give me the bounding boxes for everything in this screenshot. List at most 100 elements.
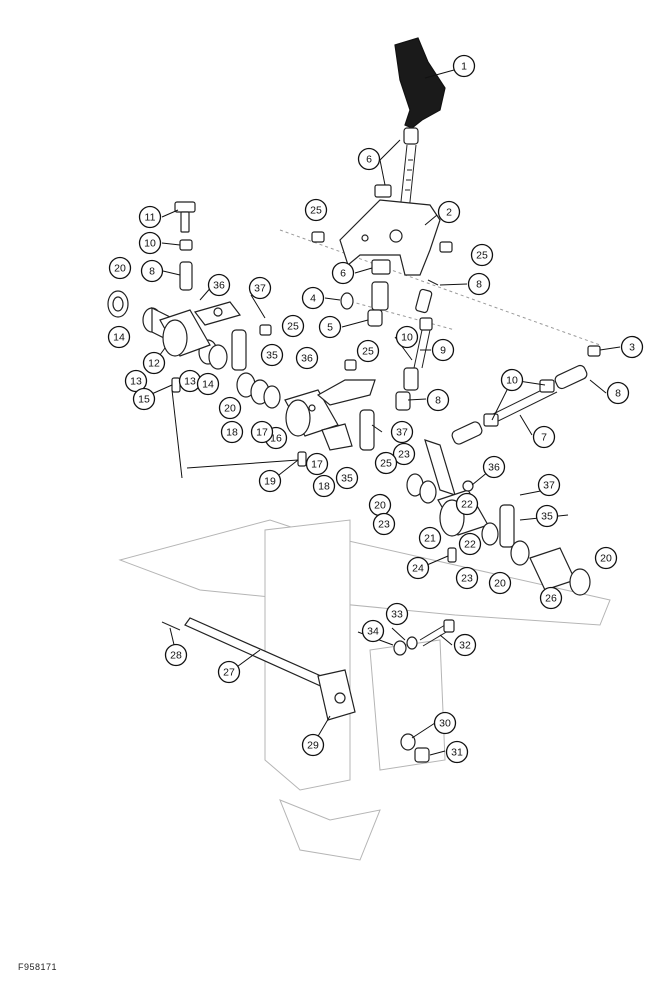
callout-37: 37 [537, 473, 561, 497]
figure-id: F958171 [18, 962, 58, 972]
callout-8: 8 [426, 388, 450, 412]
lower-bolt [393, 619, 455, 656]
callout-19: 19 [258, 469, 282, 493]
callout-number: 34 [367, 626, 379, 638]
callout-20: 20 [488, 571, 512, 595]
callout-14: 14 [107, 325, 131, 349]
callout-number: 6 [366, 154, 372, 166]
right-shaft-assembly [406, 439, 591, 596]
callout-23: 23 [392, 442, 416, 466]
callout-number: 10 [506, 375, 518, 387]
callout-number: 36 [213, 280, 225, 292]
callout-number: 7 [541, 432, 547, 444]
callout-number: 9 [440, 345, 446, 357]
callout-number: 2 [446, 207, 452, 219]
clevis [367, 281, 389, 327]
callout-number: 30 [439, 718, 451, 730]
callout-22: 22 [458, 532, 482, 556]
callout-4: 4 [301, 286, 325, 310]
callout-number: 20 [114, 263, 126, 275]
callout-25: 25 [470, 243, 494, 267]
callout-14: 14 [196, 372, 220, 396]
callout-number: 21 [424, 533, 436, 545]
adjuster-rod [451, 345, 601, 445]
callout-number: 8 [615, 388, 621, 400]
frame-outline [118, 229, 611, 861]
pivot-shaft [161, 617, 356, 721]
callout-number: 32 [459, 640, 471, 652]
callout-number: 6 [340, 268, 346, 280]
callout-number: 25 [287, 321, 299, 333]
callout-number: 35 [266, 350, 278, 362]
callout-25: 25 [374, 451, 398, 475]
callout-17: 17 [305, 452, 329, 476]
callout-number: 14 [202, 379, 214, 391]
rod-end [415, 279, 439, 314]
callout-number: 35 [341, 473, 353, 485]
callout-number: 23 [461, 573, 473, 585]
callout-9: 9 [431, 338, 455, 362]
link-rod [395, 317, 433, 411]
callout-22: 22 [455, 492, 479, 516]
callout-number: 33 [391, 609, 403, 621]
lever-nut [371, 184, 392, 275]
washer [340, 292, 354, 310]
callout-1: 1 [452, 54, 476, 78]
callout-number: 23 [378, 519, 390, 531]
callout-36: 36 [295, 346, 319, 370]
callout-11: 11 [138, 205, 162, 229]
callout-36: 36 [482, 455, 506, 479]
callout-17: 17 [250, 420, 274, 444]
callout-12: 12 [142, 351, 166, 375]
callout-number: 19 [264, 476, 276, 488]
callout-number: 31 [451, 747, 463, 759]
callout-15: 15 [132, 387, 156, 411]
callout-number: 29 [307, 740, 319, 752]
callout-20: 20 [108, 256, 132, 280]
callout-8: 8 [606, 381, 630, 405]
callout-number: 10 [401, 332, 413, 344]
callout-number: 25 [380, 458, 392, 470]
callout-number: 26 [545, 593, 557, 605]
callout-number: 27 [223, 667, 235, 679]
callout-number: 15 [138, 394, 150, 406]
left-shaft-tube [159, 301, 242, 357]
callout-37: 37 [390, 420, 414, 444]
callout-6: 6 [331, 261, 355, 285]
callout-number: 18 [318, 481, 330, 493]
callout-number: 8 [435, 395, 441, 407]
callout-number: 23 [398, 449, 410, 461]
callout-number: 8 [476, 279, 482, 291]
callout-number: 25 [310, 205, 322, 217]
callout-number: 24 [412, 563, 424, 575]
callout-31: 31 [445, 740, 469, 764]
callout-2: 2 [437, 200, 461, 224]
callout-23: 23 [372, 512, 396, 536]
callout-6: 6 [357, 147, 381, 171]
callout-number: 25 [476, 250, 488, 262]
callout-26: 26 [539, 586, 563, 610]
callout-number: 20 [374, 500, 386, 512]
lever-bracket [339, 199, 441, 276]
callout-number: 35 [541, 511, 553, 523]
callout-number: 37 [543, 480, 555, 492]
callout-number: 18 [226, 427, 238, 439]
lower-nut [400, 733, 430, 763]
callout-35: 35 [535, 504, 559, 528]
callout-10: 10 [500, 368, 524, 392]
callout-24: 24 [406, 556, 430, 580]
callout-37: 37 [248, 276, 272, 300]
callout-number: 13 [184, 376, 196, 388]
callout-number: 17 [256, 427, 268, 439]
callout-18: 18 [220, 420, 244, 444]
callout-8: 8 [140, 259, 164, 283]
callout-7: 7 [532, 425, 556, 449]
callout-33: 33 [385, 602, 409, 626]
callout-number: 1 [461, 61, 467, 73]
callout-23: 23 [455, 566, 479, 590]
callout-number: 10 [144, 238, 156, 250]
left-bolt [174, 201, 196, 291]
callout-30: 30 [433, 711, 457, 735]
